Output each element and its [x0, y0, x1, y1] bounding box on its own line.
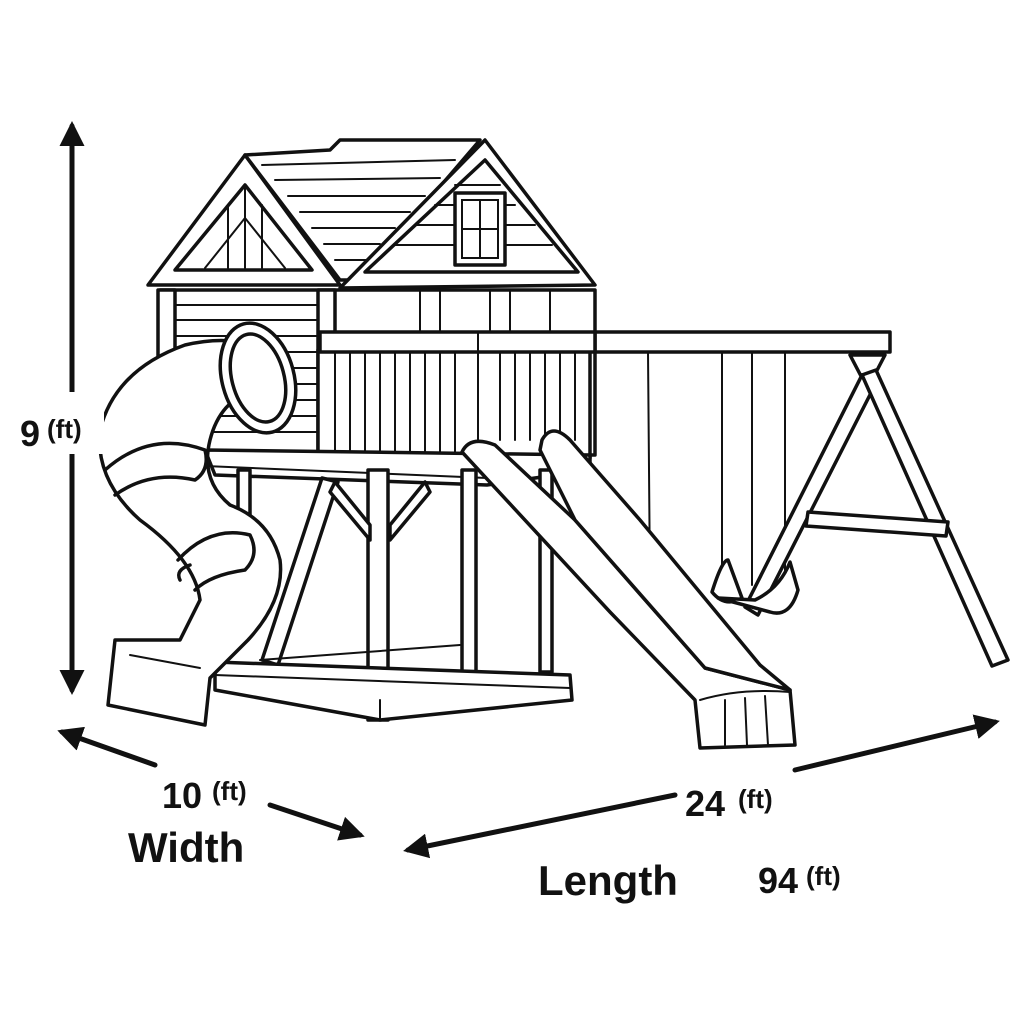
swing-seats [710, 558, 800, 615]
length-unit: (ft) [738, 784, 773, 814]
length-extra-unit: (ft) [806, 861, 841, 891]
playset-drawing [97, 138, 1010, 750]
length-label: Length [538, 857, 678, 904]
width-dimension [57, 726, 365, 841]
length-extra-value: 94 [758, 860, 798, 901]
height-value: 9 [20, 413, 40, 454]
width-label: Width [128, 824, 244, 871]
height-dimension [14, 121, 104, 695]
width-value: 10 [162, 775, 202, 816]
clubhouse [146, 138, 597, 462]
height-unit: (ft) [47, 414, 82, 444]
length-value: 24 [685, 783, 725, 824]
swing-a-frame [743, 353, 1010, 668]
width-unit: (ft) [212, 776, 247, 806]
tube-slide [97, 321, 298, 727]
length-dimension [403, 714, 1000, 859]
wave-slide [460, 429, 797, 750]
